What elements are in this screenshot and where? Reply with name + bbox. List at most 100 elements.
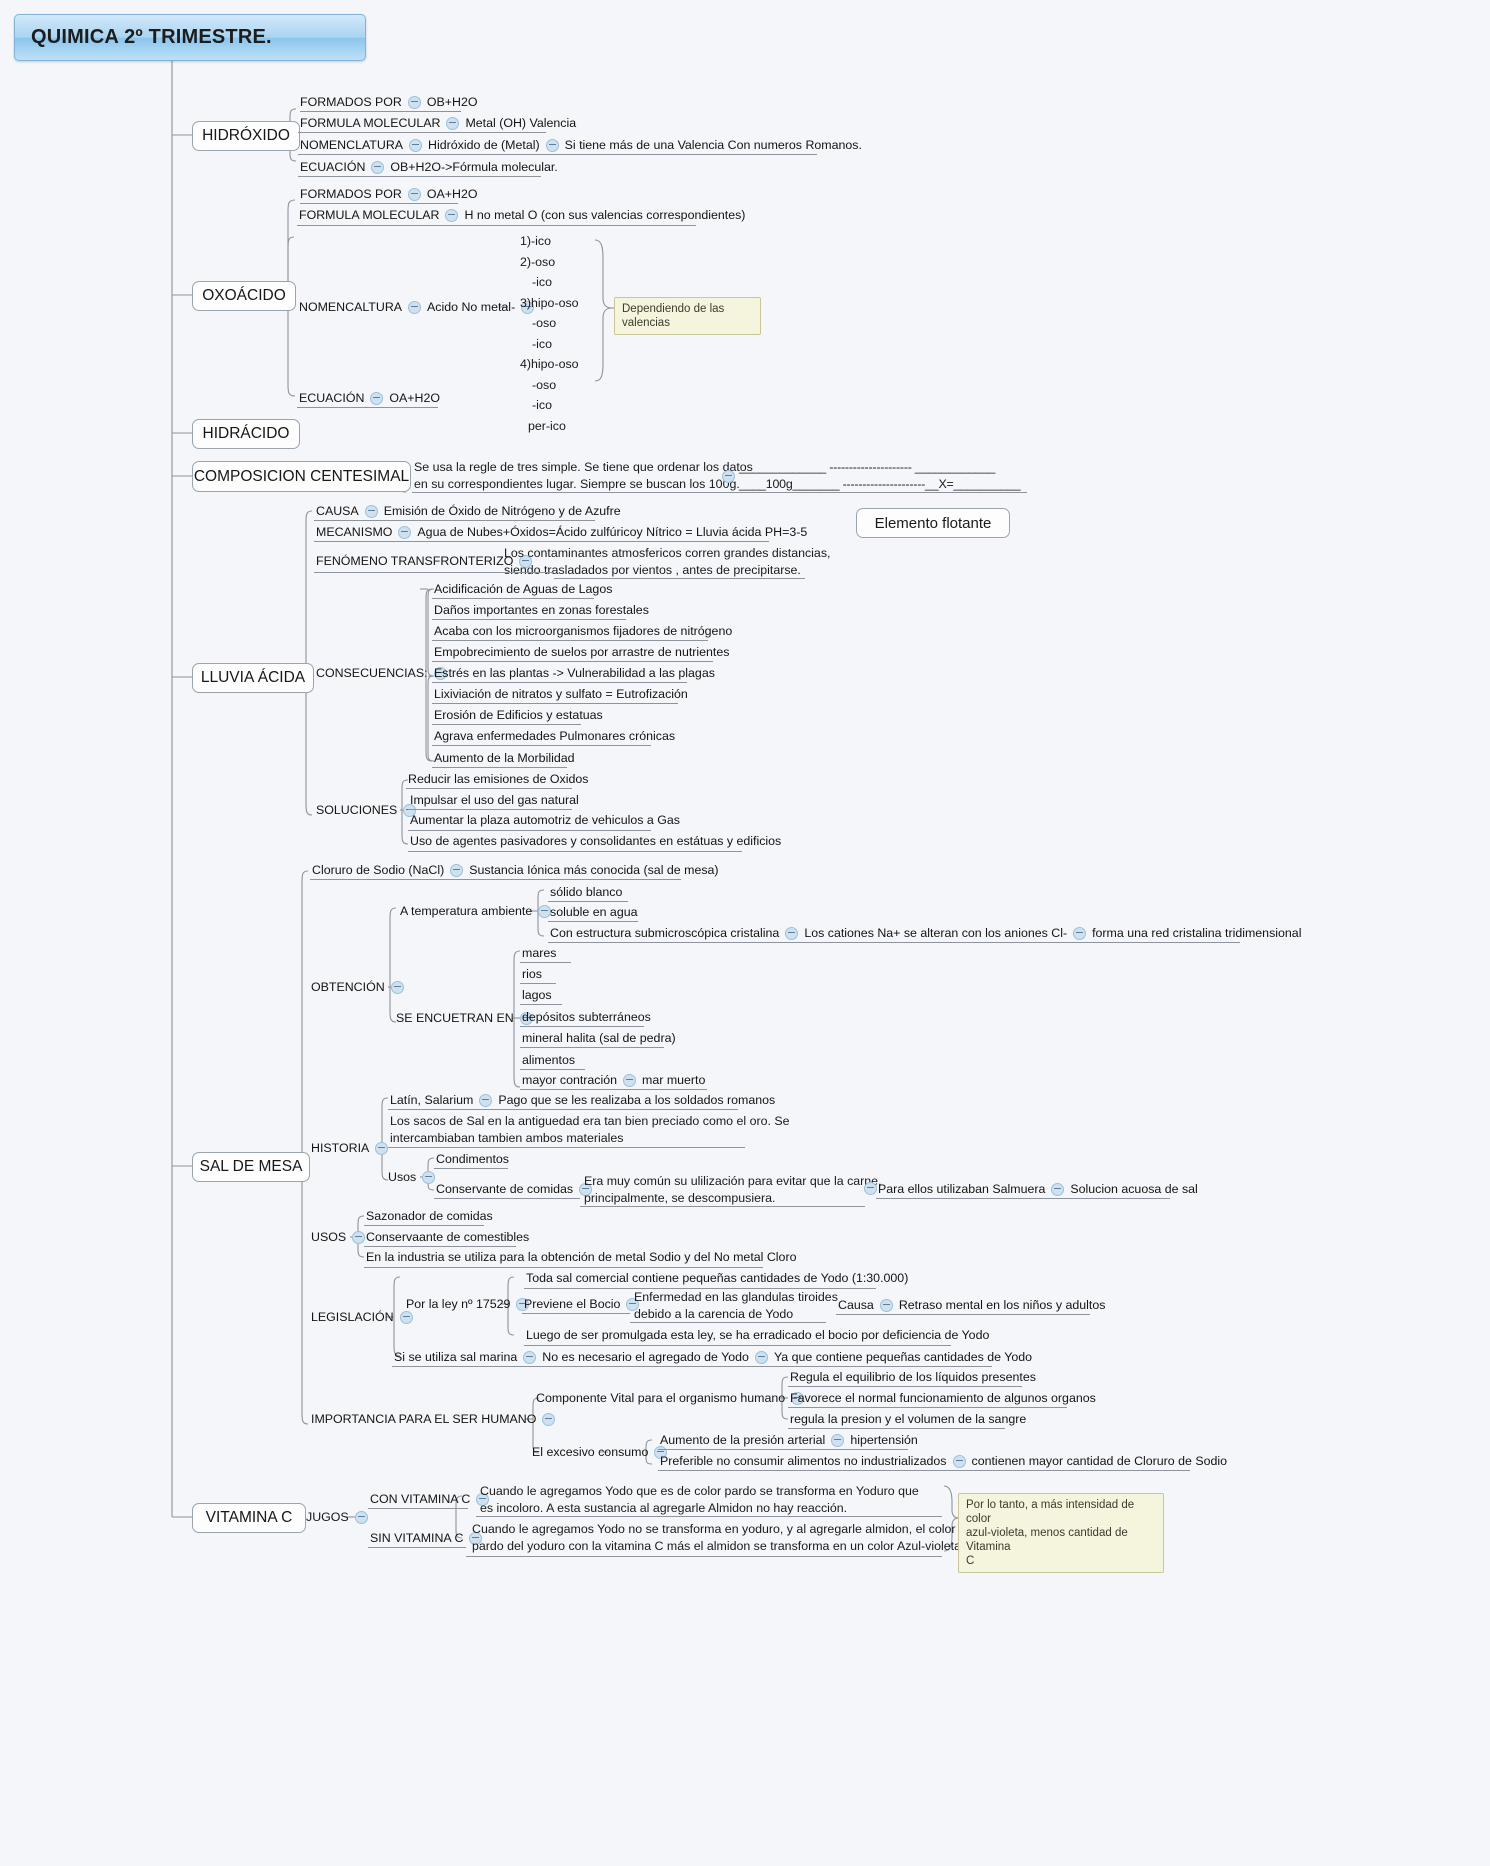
branch-sal-de-mesa[interactable]: SAL DE MESA [192, 1152, 310, 1182]
temperatura-item-1[interactable]: soluble en agua [550, 905, 638, 920]
collapse-toggle-icon[interactable] [623, 1074, 637, 1087]
legislacion-previene[interactable]: Previene el Bocio [524, 1297, 640, 1312]
sal-condimentos[interactable]: Condimentos [436, 1152, 509, 1167]
hidroxido-item-3[interactable]: ECUACIÓN OB+H2O->Fórmula molecular. [300, 160, 558, 175]
collapse-toggle-icon[interactable] [476, 1493, 490, 1506]
componente-item-0[interactable]: Regula el equilibrio de los líquidos pre… [790, 1370, 1036, 1385]
collapse-toggle-icon[interactable] [879, 1299, 893, 1312]
oxoacido-formula-molecular[interactable]: FORMULA MOLECULAR H no metal O (con sus … [299, 208, 745, 223]
branch-lluvia-acida[interactable]: LLUVIA ÁCIDA [192, 663, 314, 693]
collapse-toggle-icon[interactable] [791, 1392, 805, 1405]
vitamina-sin[interactable]: SIN VITAMINA C [370, 1531, 483, 1546]
se-encuentran-item-5[interactable]: alimentos [522, 1053, 575, 1068]
consecuencia-item-4[interactable]: Estrés en las plantas -> Vulnerabilidad … [434, 666, 715, 681]
collapse-toggle-icon[interactable] [952, 1455, 966, 1468]
collapse-toggle-icon[interactable] [390, 981, 404, 994]
collapse-toggle-icon[interactable] [364, 505, 378, 518]
oxoacido-formados-por[interactable]: FORMADOS POR OA+H2O [300, 187, 478, 202]
collapse-toggle-icon[interactable] [375, 1142, 389, 1155]
hidroxido-item-1[interactable]: FORMULA MOLECULAR Metal (OH) Valencia [300, 116, 576, 131]
legislacion-luego[interactable]: Luego de ser promulgada esta ley, se ha … [526, 1328, 989, 1343]
lluvia-consecuencias[interactable]: CONSECUENCIAS: [316, 666, 447, 681]
collapse-toggle-icon[interactable] [754, 1351, 768, 1364]
consecuencia-item-3[interactable]: Empobrecimiento de suelos por arrastre d… [434, 645, 729, 660]
consecuencia-item-1[interactable]: Daños importantes en zonas forestales [434, 603, 649, 618]
sal-temperatura[interactable]: A temperatura ambiente [400, 904, 552, 919]
sal-se-encuentran[interactable]: SE ENCUETRAN EN [396, 1011, 533, 1026]
collapse-toggle-icon[interactable] [371, 161, 385, 174]
collapse-toggle-icon[interactable] [352, 1231, 366, 1244]
componente-item-1[interactable]: Favorece el normal funcionamiento de alg… [790, 1391, 1096, 1406]
consecuencia-item-8[interactable]: Aumento de la Morbilidad [434, 751, 575, 766]
collapse-toggle-icon[interactable] [370, 392, 384, 405]
collapse-toggle-icon[interactable] [785, 927, 799, 940]
sal-conservante[interactable]: Conservante de comidas [436, 1182, 593, 1197]
uso-item-2[interactable]: En la industria se utiliza para la obten… [366, 1250, 796, 1265]
sal-salmuera[interactable]: Para ellos utilizaban Salmuera Solucion … [878, 1182, 1198, 1197]
hidroxido-item-0[interactable]: FORMADOS POR OB+H2O [300, 95, 478, 110]
collapse-toggle-icon[interactable] [521, 301, 535, 314]
collapse-toggle-icon[interactable] [354, 1511, 368, 1524]
solucion-item-1[interactable]: Impulsar el uso del gas natural [410, 793, 579, 808]
collapse-toggle-icon[interactable] [516, 1298, 530, 1311]
se-encuentran-item-1[interactable]: rios [522, 967, 542, 982]
lluvia-soluciones[interactable]: SOLUCIONES [316, 803, 417, 818]
solucion-item-3[interactable]: Uso de agentes pasivadores y consolidant… [410, 834, 781, 849]
consecuencia-item-6[interactable]: Erosión de Edificios y estatuas [434, 708, 603, 723]
legislacion-top[interactable]: Toda sal comercial contiene pequeñas can… [526, 1271, 908, 1286]
uso-item-0[interactable]: Sazonador de comidas [366, 1209, 493, 1224]
legislacion-ley[interactable]: Por la ley nº 17529 [406, 1297, 530, 1312]
collapse-toggle-icon[interactable] [542, 1413, 556, 1426]
lluvia-causa[interactable]: CAUSA Emisión de Óxido de Nitrógeno y de… [316, 504, 621, 519]
collapse-toggle-icon[interactable] [433, 667, 447, 680]
lluvia-fenomeno[interactable]: FENÓMENO TRANSFRONTERIZO [316, 554, 533, 569]
sal-cloruro[interactable]: Cloruro de Sodio (NaCl) Sustancia Iónica… [312, 863, 719, 878]
sal-usos[interactable]: USOS [311, 1230, 366, 1245]
vitamina-jugos[interactable]: JUGOS [306, 1510, 368, 1525]
se-encuentran-item-4[interactable]: mineral halita (sal de pedra) [522, 1031, 676, 1046]
branch-oxoacido[interactable]: OXOÁCIDO [192, 281, 296, 311]
collapse-toggle-icon[interactable] [469, 1532, 483, 1545]
consecuencia-item-0[interactable]: Acidificación de Aguas de Lagos [434, 582, 612, 597]
sal-componente-vital[interactable]: Componente Vital para el organismo human… [536, 1391, 805, 1406]
consecuencia-item-7[interactable]: Agrava enfermedades Pulmonares crónicas [434, 729, 675, 744]
collapse-toggle-icon[interactable] [626, 1298, 640, 1311]
consecuencia-item-2[interactable]: Acaba con los microorganismos fijadores … [434, 624, 732, 639]
sal-excesivo-consumo[interactable]: El excesivo consumo [532, 1445, 668, 1460]
componente-item-2[interactable]: regula la presion y el volumen de la san… [790, 1412, 1026, 1427]
temperatura-item-0[interactable]: sólido blanco [550, 885, 622, 900]
collapse-toggle-icon[interactable] [1051, 1183, 1065, 1196]
sal-historia[interactable]: HISTORIA [311, 1141, 389, 1156]
collapse-toggle-icon[interactable] [409, 139, 423, 152]
collapse-toggle-icon[interactable] [523, 1351, 537, 1364]
se-encuentran-item-2[interactable]: lagos [522, 988, 552, 1003]
collapse-toggle-icon[interactable] [446, 117, 460, 130]
collapse-toggle-icon[interactable] [579, 1183, 593, 1196]
collapse-toggle-icon[interactable] [479, 1094, 493, 1107]
floating-element-box[interactable]: Elemento flotante [856, 508, 1010, 538]
vitamina-con[interactable]: CON VITAMINA C [370, 1492, 490, 1507]
collapse-toggle-icon[interactable] [422, 1171, 436, 1184]
collapse-toggle-icon[interactable] [407, 188, 421, 201]
sal-importancia[interactable]: IMPORTANCIA PARA EL SER HUMANO [311, 1412, 556, 1427]
solucion-item-2[interactable]: Aumentar la plaza automotriz de vehiculo… [410, 813, 680, 828]
collapse-toggle-icon[interactable] [545, 139, 559, 152]
legislacion-sal-marina[interactable]: Si se utiliza sal marina No es necesario… [394, 1350, 1032, 1365]
branch-vitamina-c[interactable]: VITAMINA C [192, 1503, 306, 1533]
se-encuentran-item-3[interactable]: depósitos subterráneos [522, 1010, 651, 1025]
sal-obtencion[interactable]: OBTENCIÓN [311, 980, 404, 995]
sal-estructura[interactable]: Con estructura submicroscópica cristalin… [550, 926, 1301, 941]
sal-legislacion[interactable]: LEGISLACIÓN [311, 1310, 413, 1325]
oxoacido-ecuacion[interactable]: ECUACIÓN OA+H2O [299, 391, 440, 406]
collapse-toggle-icon[interactable] [445, 209, 459, 222]
collapse-toggle-icon[interactable] [407, 96, 421, 109]
excesivo-item-0[interactable]: Aumento de la presión arterial hipertens… [660, 1433, 918, 1448]
collapse-toggle-icon[interactable] [722, 470, 735, 483]
se-encuentran-item-0[interactable]: mares [522, 946, 556, 961]
excesivo-item-1[interactable]: Preferible no consumir alimentos no indu… [660, 1454, 1227, 1469]
branch-composicion-centesimal[interactable]: COMPOSICION CENTESIMAL [192, 461, 411, 492]
uso-item-1[interactable]: Conservaante de comestibles [366, 1230, 529, 1245]
collapse-toggle-icon[interactable] [519, 555, 533, 568]
collapse-toggle-icon[interactable] [1073, 927, 1087, 940]
collapse-toggle-icon[interactable] [864, 1182, 877, 1195]
